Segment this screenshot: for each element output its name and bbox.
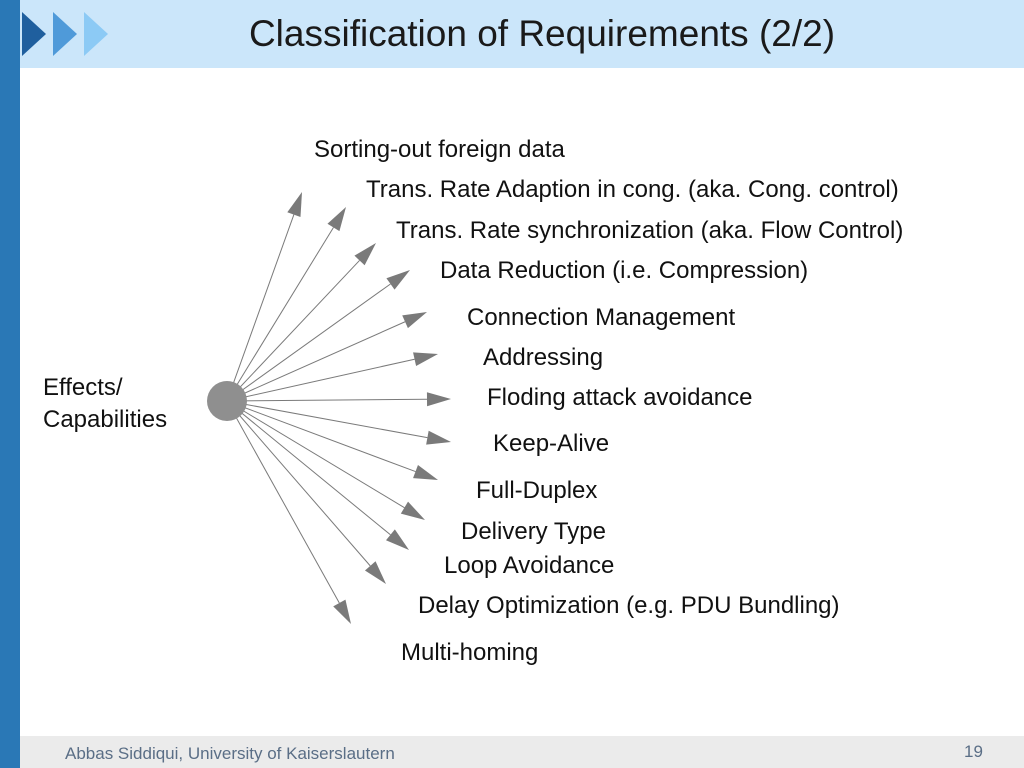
item-delivery-type: Delivery Type: [461, 518, 606, 545]
arrow-line-9: [226, 400, 405, 509]
slide-title: Classification of Requirements (2/2): [248, 13, 836, 54]
arrow-line-4: [226, 321, 406, 402]
item-keep-alive: Keep-Alive: [493, 430, 610, 457]
item-trans-rate-adaption: Trans. Rate Adaption in cong. (aka. Cong…: [366, 176, 899, 203]
arrow-head-3: [386, 270, 410, 290]
center-label-line-2: Capabilities: [43, 406, 168, 433]
page-number: 19: [964, 742, 983, 761]
arrow-head-2: [354, 243, 376, 266]
item-delay-optimization: Delay Optimization (e.g. PDU Bundling): [418, 592, 840, 619]
slide-footer: Abbas Siddiqui, University of Kaiserslau…: [20, 736, 1024, 768]
item-data-reduction: Data Reduction (i.e. Compression): [440, 257, 809, 284]
center-label-line-1: Effects/: [43, 374, 123, 401]
item-loop-avoidance: Loop Avoidance: [444, 552, 615, 579]
slide-header: Classification of Requirements (2/2): [20, 0, 1024, 68]
arrow-head-10: [385, 529, 409, 550]
footer-author: Abbas Siddiqui, University of Kaiserslau…: [65, 744, 395, 763]
arrow-line-8: [226, 400, 416, 473]
arrow-line-0: [226, 214, 295, 402]
requirements-diagram: Effects/ Capabilities Sorting-out foreig…: [20, 68, 1024, 736]
left-accent-bar: [0, 0, 20, 768]
arrow-head-8: [413, 465, 438, 480]
arrow-head-4: [402, 312, 427, 329]
arrow-line-6: [226, 398, 428, 402]
arrow-head-1: [327, 207, 346, 232]
arrow-line-7: [226, 400, 428, 439]
item-multi-homing: Multi-homing: [401, 639, 539, 666]
chevron-3-icon: [84, 12, 108, 56]
arrow-head-12: [333, 599, 351, 624]
item-trans-rate-synchronization: Trans. Rate synchronization (aka. Flow C…: [396, 217, 904, 244]
item-addressing: Addressing: [483, 344, 604, 371]
arrow-head-7: [426, 430, 451, 445]
chevron-1-icon: [22, 12, 46, 56]
arrow-line-12: [226, 400, 340, 604]
arrow-line-1: [226, 227, 334, 402]
center-node-label: Effects/ Capabilities: [43, 372, 167, 436]
item-connection-management: Connection Management: [467, 304, 736, 331]
arrow-head-9: [400, 501, 425, 520]
center-node-circle: [207, 381, 247, 421]
item-full-duplex: Full-Duplex: [476, 477, 598, 504]
arrow-head-5: [413, 352, 438, 367]
triple-chevron-icon: [22, 12, 108, 56]
arrow-layer: [207, 192, 451, 624]
arrow-line-5: [226, 358, 415, 402]
chevron-2-icon: [53, 12, 77, 56]
arrow-head-0: [287, 192, 302, 217]
item-floding-attack-avoidance: Floding attack avoidance: [487, 384, 753, 411]
arrow-line-3: [226, 283, 391, 402]
arrow-line-10: [226, 400, 391, 536]
arrow-line-2: [226, 260, 360, 402]
arrow-head-6: [426, 392, 451, 407]
item-sorting-out-foreign-data: Sorting-out foreign data: [314, 136, 565, 163]
arrow-head-11: [364, 561, 386, 584]
arrow-line-11: [226, 400, 371, 567]
